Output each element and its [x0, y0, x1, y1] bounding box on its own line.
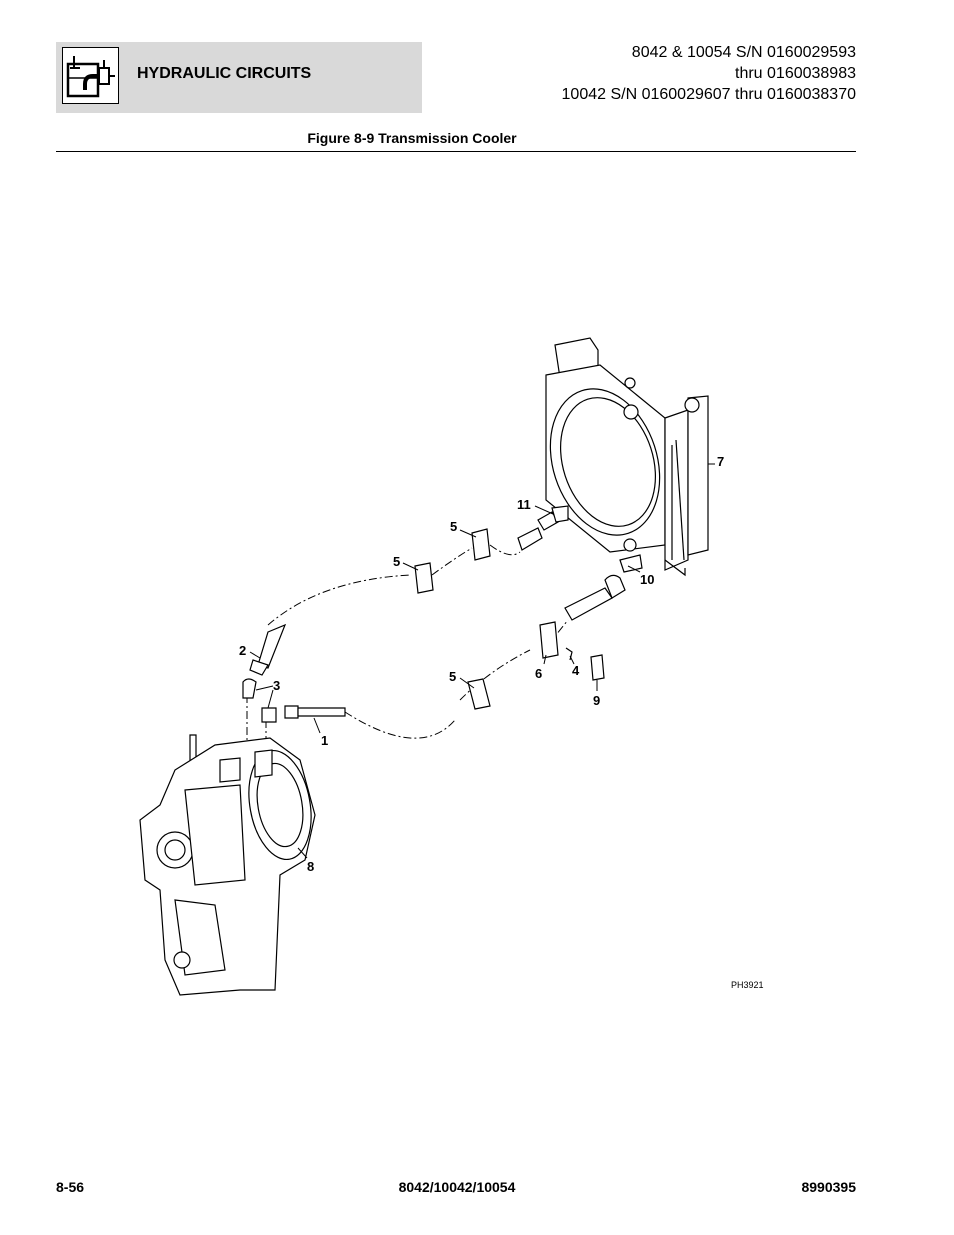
callout-10: 10 [640, 572, 654, 587]
art-id: PH3921 [731, 980, 764, 990]
hydraulic-reservoir-icon [62, 47, 119, 104]
callout-5: 5 [393, 554, 400, 569]
header-divider [56, 151, 856, 152]
callout-3: 3 [273, 678, 280, 693]
callout-5: 5 [450, 519, 457, 534]
serial-line: 10042 S/N 0160029607 thru 0160038370 [561, 86, 856, 103]
cooler-assembly [545, 337, 709, 577]
callout-6: 6 [535, 666, 542, 681]
callout-4: 4 [572, 663, 580, 678]
section-title: HYDRAULIC CIRCUITS [137, 65, 312, 82]
transmission-assembly [139, 734, 316, 996]
callout-11: 11 [517, 497, 531, 512]
callout-8: 8 [307, 859, 314, 874]
page-number: 8-56 [56, 1179, 85, 1195]
hose-clamps [414, 528, 605, 710]
callout-7: 7 [717, 454, 724, 469]
figure-title: Figure 8-9 Transmission Cooler [307, 130, 517, 146]
callout-5: 5 [449, 669, 456, 684]
hose-fittings [242, 505, 643, 723]
callout-1: 1 [321, 733, 328, 748]
model-list: 8042/10042/10054 [398, 1179, 516, 1195]
serial-line: 8042 & 10054 S/N 0160029593 [631, 44, 856, 61]
serial-range: 8042 & 10054 S/N 0160029593 thru 0160038… [562, 42, 856, 105]
document-number: 8990395 [801, 1179, 856, 1195]
callout-9: 9 [593, 693, 600, 708]
callout-2: 2 [239, 643, 246, 658]
serial-line: thru 0160038983 [735, 65, 856, 82]
